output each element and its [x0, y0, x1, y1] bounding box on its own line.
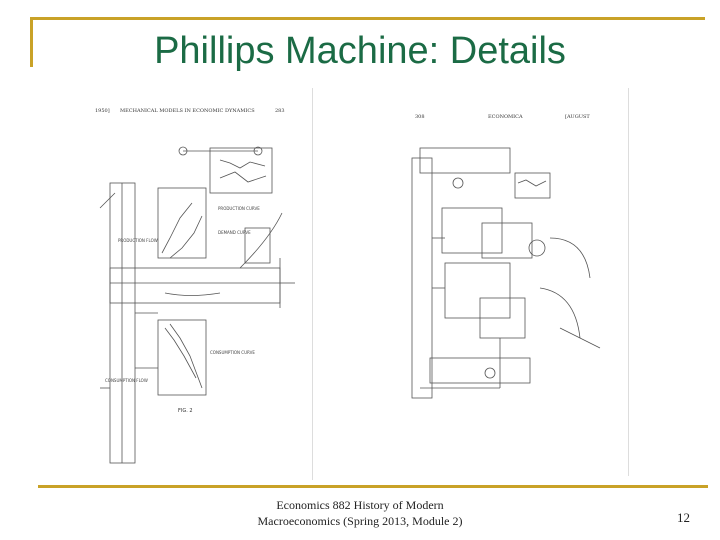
footer-rule — [38, 485, 708, 488]
label-consumption-curve: CONSUMPTION CURVE — [210, 350, 255, 355]
left-rule — [30, 17, 33, 67]
footer-line-2: Macroeconomics (Spring 2013, Module 2) — [257, 514, 463, 528]
left-header-center: MECHANICAL MODELS IN ECONOMIC DYNAMICS — [120, 108, 255, 114]
right-header-right: [AUGUST — [565, 114, 590, 120]
left-header-right: 283 — [275, 108, 285, 114]
label-demand-curve: DEMAND CURVE — [218, 230, 251, 235]
right-diagram — [411, 147, 601, 399]
left-diagram — [99, 146, 295, 464]
right-header-center: ECONOMICA — [488, 114, 523, 120]
footer-line-1: Economics 882 History of Modern — [276, 498, 444, 512]
label-production-curve: PRODUCTION CURVE — [218, 206, 260, 211]
label-production-flow: PRODUCTION FLOW — [118, 238, 158, 243]
label-consumption-flow: CONSUMPTION FLOW — [105, 378, 148, 383]
right-header-left: 308 — [415, 114, 425, 120]
page-number: 12 — [677, 510, 690, 525]
top-rule — [30, 17, 705, 20]
right-scan-page: 308 ECONOMICA [AUGUST — [390, 88, 629, 476]
left-scan-page: 1950] MECHANICAL MODELS IN ECONOMIC DYNA… — [70, 88, 313, 480]
figure-label: FIG. 2 — [178, 408, 193, 414]
footer-text: Economics 882 History of Modern Macroeco… — [230, 497, 490, 529]
slide-title: Phillips Machine: Details — [154, 30, 566, 72]
left-header-left: 1950] — [95, 108, 110, 114]
